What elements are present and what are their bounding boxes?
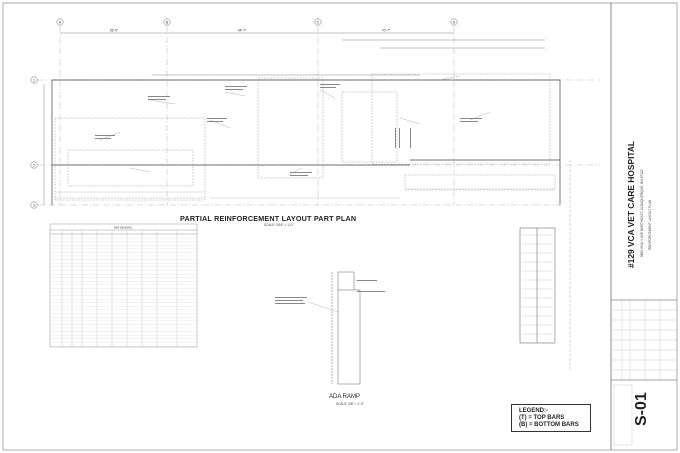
grid-bubbles-top [56,18,458,26]
legend-box: LEGEND:- (T) = TOP BARS (B) = BOTTOM BAR… [511,404,591,432]
callout-text-blocks [95,84,482,176]
title-block-grid [611,300,677,446]
ramp-strip-ticks [522,234,553,335]
legend-heading: LEGEND:- [519,408,548,414]
dim-c-d: 70'-7" [382,29,391,33]
grid-bubbles-left [30,76,38,209]
grid-lines-horizontal [38,79,600,206]
rebar-zones [54,73,556,201]
bar-schedule-rows [50,237,197,347]
sheet-title: REINFORCEMENT LAYOUT PLAN [648,199,652,250]
ada-ramp-callouts [275,280,385,304]
grid-label-c: C [317,20,320,24]
sheet-number: S-01 [633,392,650,426]
grid-label-2: 2 [33,163,35,167]
dim-a-b: 35'-9" [110,29,119,33]
project-address: 8800 HOLLY AVE NORTHEAST, ALBUQUERQUE, N… [640,169,644,257]
legend-bottom-bars: (B) = BOTTOM BARS [519,422,579,428]
bar-schedule-heading: BAR BENDING [114,226,132,230]
grid-label-3: 3 [33,203,35,207]
grid-label-b: B [166,20,169,24]
grid-label-d: D [453,20,456,24]
ada-ramp-detail [331,271,361,385]
main-drawing-scale: SCALE: 3/16" = 1'-0" [264,223,294,227]
ramp-scale: SCALE: 3/8" = 1'-0" [336,402,364,406]
bar-schedule-columns [61,230,178,347]
grid-label-1: 1 [33,78,35,82]
slab-outline [51,79,561,205]
dim-b-c: 44'-7" [238,29,247,33]
ramp-title: ADA RAMP [329,394,361,400]
wall-ticks [55,189,555,199]
dimension-strings [43,32,545,205]
grid-label-a: A [59,20,62,24]
bar-schedule-table [49,223,198,348]
ramp-strip [519,227,556,344]
main-drawing-title: PARTIAL REINFORCEMENT LAYOUT PART PLAN [180,214,357,223]
title-block-frame [610,3,677,450]
project-title: #129 VCA VET CARE HOSPITAL [626,140,636,268]
legend-top-bars: (T) = TOP BARS [519,415,565,421]
ada-ramp-leaders [307,280,360,313]
grid-lines-vertical [59,26,455,205]
